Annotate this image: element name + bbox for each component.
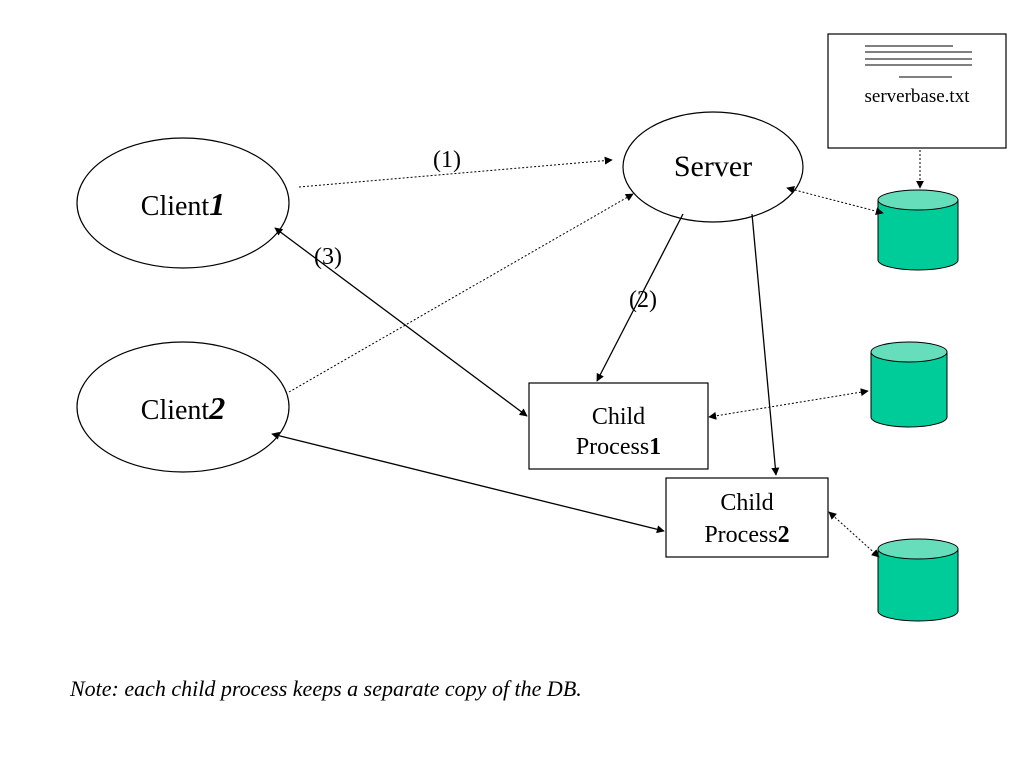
database-cylinder-icon <box>877 189 959 271</box>
arrow-client2-child2 <box>271 431 665 534</box>
client2-name: Client <box>140 395 210 426</box>
client1-ellipse[interactable] <box>76 137 290 269</box>
database-cylinder-icon <box>877 538 959 622</box>
client1-number: 1 <box>209 186 226 222</box>
child2-line2-wrap: Process2 <box>666 519 828 551</box>
child-process-2-box[interactable] <box>665 477 829 558</box>
arrow-client1-child1 <box>274 227 528 417</box>
arrow-child1-db2 <box>708 388 869 420</box>
child1-number: 1 <box>649 434 662 460</box>
child-process-1-label: Child Process1 <box>529 402 708 462</box>
child-process-2-label: Child Process2 <box>666 487 828 551</box>
child2-line2: Process <box>704 522 778 548</box>
server-ellipse[interactable] <box>622 111 804 223</box>
arrow-server-to-child1 <box>596 213 684 382</box>
child2-line1: Child <box>720 490 774 516</box>
client2-label: Client2 <box>100 390 266 427</box>
child1-line2-wrap: Process1 <box>529 432 708 462</box>
child2-number: 2 <box>777 522 790 548</box>
arrow-child2-db3 <box>828 511 880 558</box>
child1-line1: Child <box>591 404 646 430</box>
server-label: Server <box>673 150 753 183</box>
database-cylinder-icon <box>870 341 948 428</box>
arrow-client2-to-server <box>288 193 634 393</box>
child1-line2: Process <box>575 434 650 460</box>
step-2-label: (2) <box>629 287 657 313</box>
client1-label: Client1 <box>100 186 266 223</box>
arrow-client1-to-server <box>298 156 613 188</box>
serverbase-file-box[interactable] <box>827 33 1007 149</box>
client2-number: 2 <box>209 390 226 426</box>
arrow-server-db1 <box>786 185 884 216</box>
arrow-server-to-child2 <box>751 213 780 476</box>
document-icon <box>827 33 1007 149</box>
step-1-label: (1) <box>433 147 461 173</box>
client1-name: Client <box>140 191 210 222</box>
serverbase-file-label: serverbase.txt <box>864 86 970 107</box>
step-3-label: (3) <box>314 244 342 270</box>
footnote: Note: each child process keeps a separat… <box>70 676 582 701</box>
